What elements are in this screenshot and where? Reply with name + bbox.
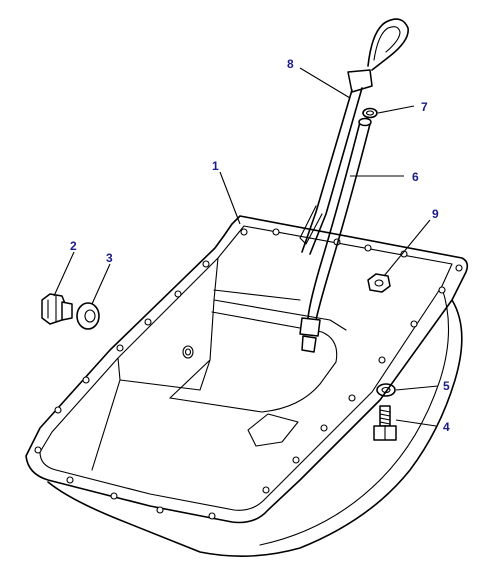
leader-1 [219,171,241,225]
leader-7 [377,105,415,114]
callout-9: 9 [432,207,439,221]
leader-4 [395,419,437,427]
dipstick-tube [299,117,372,353]
callout-5: 5 [443,379,450,393]
callout-4: 4 [443,420,450,434]
washer [376,383,396,397]
oil-pan [25,215,469,557]
bolt [373,405,397,441]
callout-labels: 1 2 3 4 5 6 7 8 9 [70,57,450,434]
dipstick [299,18,409,255]
drain-washer [76,302,100,330]
leader-3 [91,263,111,305]
callout-2: 2 [70,239,77,253]
leader-lines [53,67,439,427]
callout-8: 8 [287,57,294,71]
callout-1: 1 [212,159,219,173]
drain-plug [41,293,73,325]
leader-8 [299,67,351,99]
callout-6: 6 [412,170,419,184]
o-ring [362,107,378,119]
callout-7: 7 [421,100,428,114]
flange-bolt-holes [34,228,463,520]
callout-3: 3 [106,251,113,265]
leader-5 [395,385,439,391]
leader-9 [383,219,431,277]
leader-2 [53,251,75,297]
nut [367,273,391,293]
